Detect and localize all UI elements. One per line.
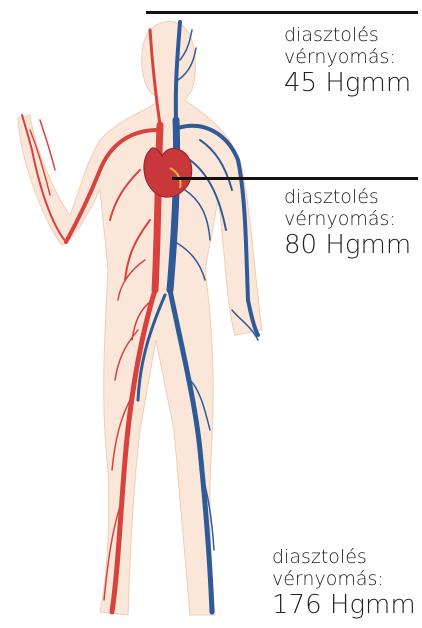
label-line: vérnyomás: [284,208,411,230]
pressure-value: 176 Hgmm [272,590,416,621]
pressure-value: 45 Hgmm [284,68,411,99]
pressure-label-bottom: diasztolés vérnyomás: 176 Hgmm [272,546,416,621]
label-line: diasztolés [284,186,411,208]
label-line: vérnyomás: [284,46,411,68]
pointer-line-middle [172,177,418,180]
pressure-label-middle: diasztolés vérnyomás: 80 Hgmm [284,186,411,261]
label-line: diasztolés [272,546,416,568]
pressure-label-top: diasztolés vérnyomás: 45 Hgmm [284,24,411,99]
label-line: vérnyomás: [272,568,416,590]
label-line: diasztolés [284,24,411,46]
body-silhouette [18,21,262,615]
pressure-value: 80 Hgmm [284,230,411,261]
pointer-line-top [146,11,418,14]
